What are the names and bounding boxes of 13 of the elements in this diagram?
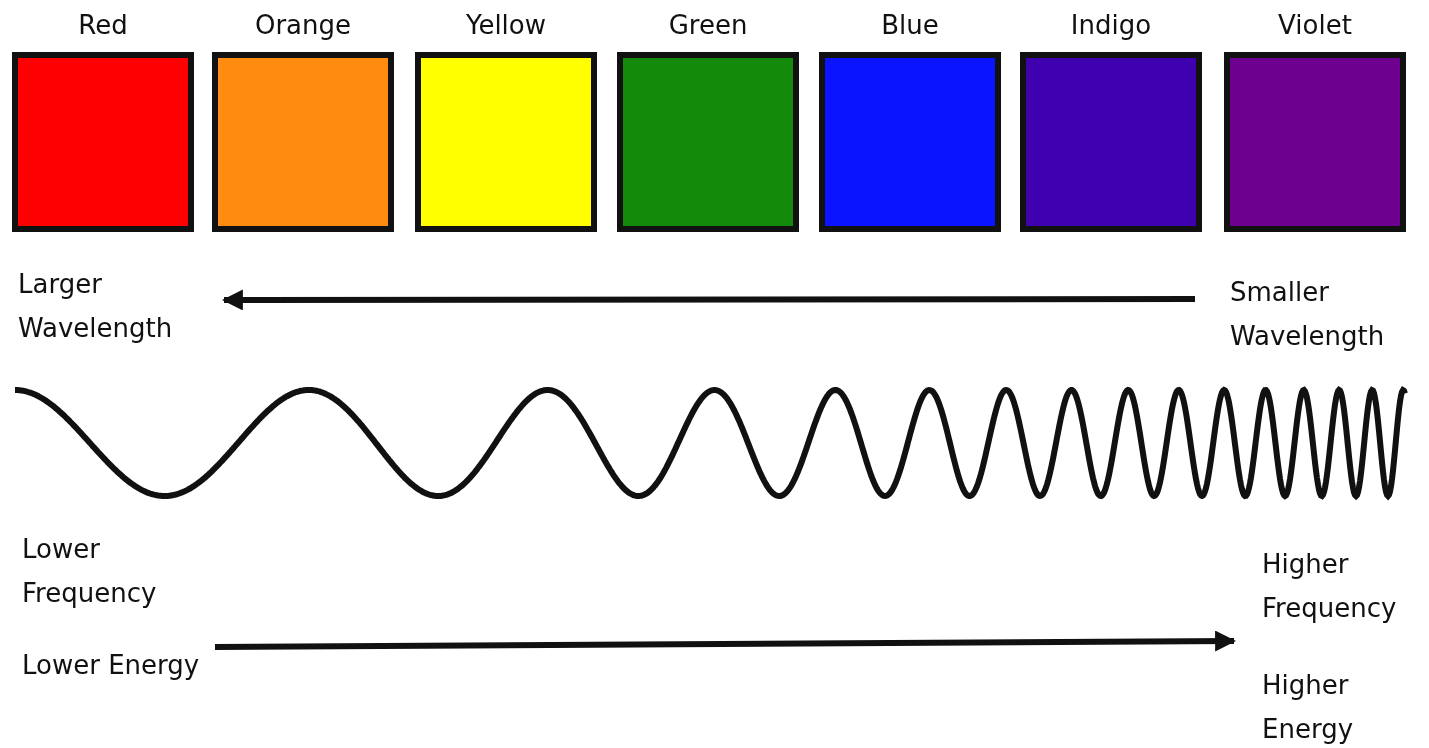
color-name: Red [77,9,129,42]
scale-label: Lower Energy [22,649,201,682]
color-name: Yellow [464,9,547,42]
color-name: Orange [253,9,353,42]
color-name: Blue [880,9,940,42]
scale-label: Higher Energy [1262,669,1355,746]
color-name: Violet [1277,9,1353,42]
scale-label: Lower Frequency [22,533,158,610]
color-name: Indigo [1069,9,1153,42]
scale-label: Smaller Wavelength [1230,276,1386,353]
color-name: Green [667,9,749,42]
scale-label: Higher Frequency [1262,548,1398,625]
scale-label: Larger Wavelength [18,268,174,345]
